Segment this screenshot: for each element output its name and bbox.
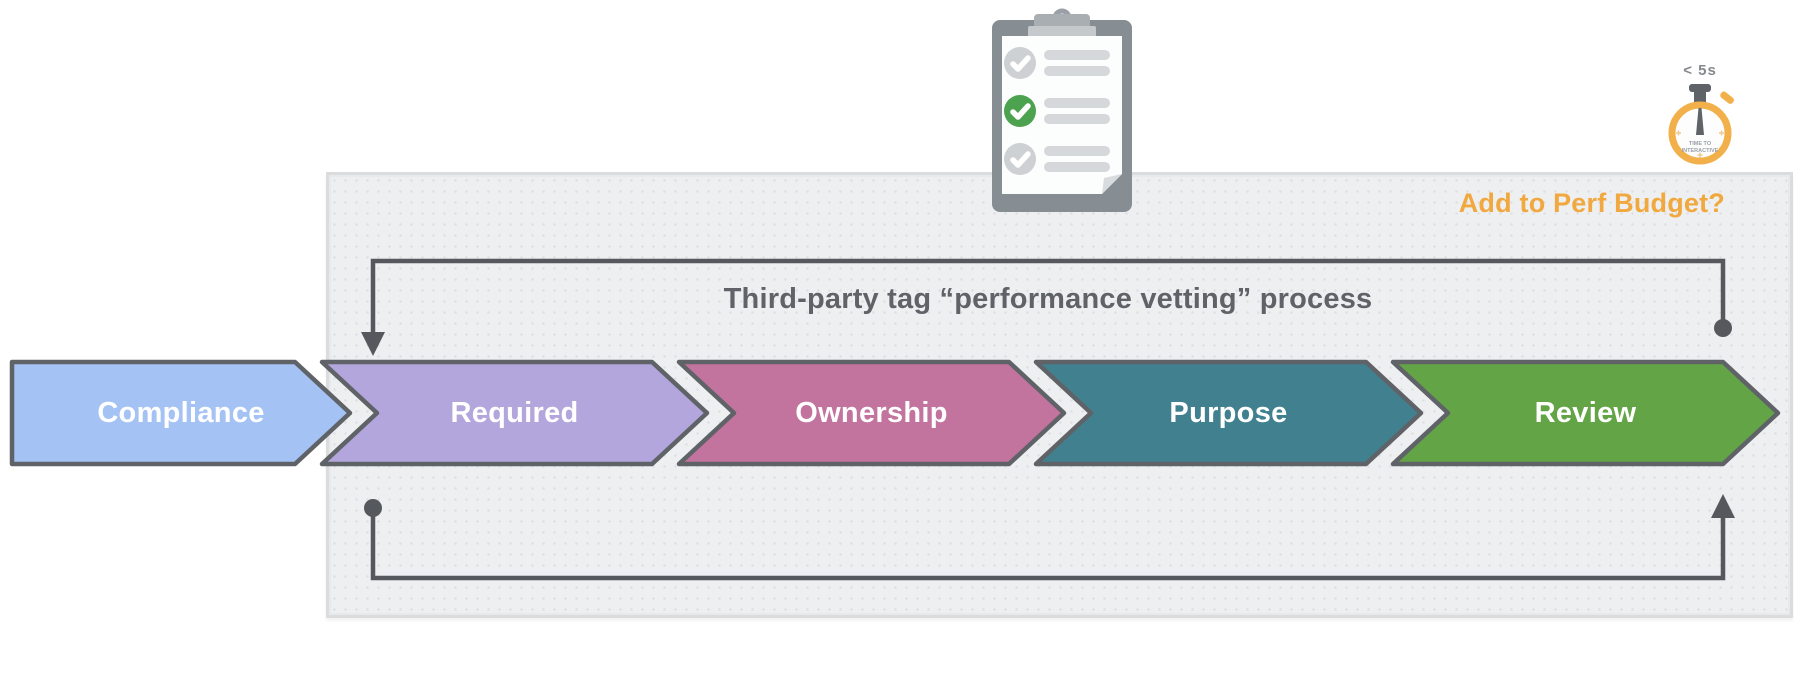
- feedback-loop-bottom-line: [370, 508, 1726, 581]
- stopwatch-side-button: [1720, 91, 1734, 104]
- step-shape-required: [319, 359, 710, 467]
- clipboard-clip-base: [1028, 26, 1096, 38]
- step-label-purpose: Purpose: [1169, 396, 1288, 429]
- step-shape-compliance: [9, 359, 353, 467]
- step-shape-review: [1390, 359, 1781, 467]
- perf-budget-question: Add to Perf Budget?: [1458, 188, 1725, 218]
- checklist-clipboard-illustration: [990, 6, 1135, 216]
- dial-text-line1: TIME TO: [1689, 141, 1712, 147]
- dial-tick-bottom: [1697, 152, 1703, 158]
- paper-fold-corner: [1102, 174, 1122, 194]
- feedback-loop-top-line: [370, 258, 1726, 336]
- arrowhead-up-icon: [1711, 494, 1735, 518]
- stopwatch-crown-stem: [1694, 90, 1706, 104]
- loop-origin-dot-top: [1714, 319, 1732, 337]
- checkmark-glyph: [1010, 103, 1031, 120]
- list-line: [1044, 114, 1110, 124]
- stopwatch-time-label: < 5s: [1683, 62, 1717, 79]
- list-line: [1044, 50, 1110, 60]
- loop-origin-dot-bottom: [364, 499, 382, 517]
- checkmark-glyph: [1010, 151, 1031, 168]
- step-shape-ownership: [676, 359, 1067, 467]
- step-shape-purpose: [1033, 359, 1424, 467]
- checkmark-glyph: [1010, 55, 1031, 72]
- step-label-ownership: Ownership: [795, 396, 948, 429]
- list-line: [1044, 162, 1110, 172]
- list-line: [1044, 66, 1110, 76]
- arrowhead-down-icon: [361, 332, 385, 356]
- dial-text-line2: INTERACTIVE: [1682, 148, 1719, 154]
- process-title: Third-party tag “performance vetting” pr…: [723, 283, 1373, 315]
- dial-tick-right: [1719, 130, 1724, 136]
- step-label-required: Required: [450, 396, 579, 429]
- list-line: [1044, 146, 1110, 156]
- dial-tick-left: [1676, 130, 1681, 136]
- step-label-compliance: Compliance: [97, 396, 265, 429]
- step-label-review: Review: [1534, 396, 1637, 429]
- stopwatch-needle: [1696, 108, 1704, 135]
- stopwatch-icon: TIME TO INTERACTIVE: [1650, 84, 1750, 179]
- list-line: [1044, 98, 1110, 108]
